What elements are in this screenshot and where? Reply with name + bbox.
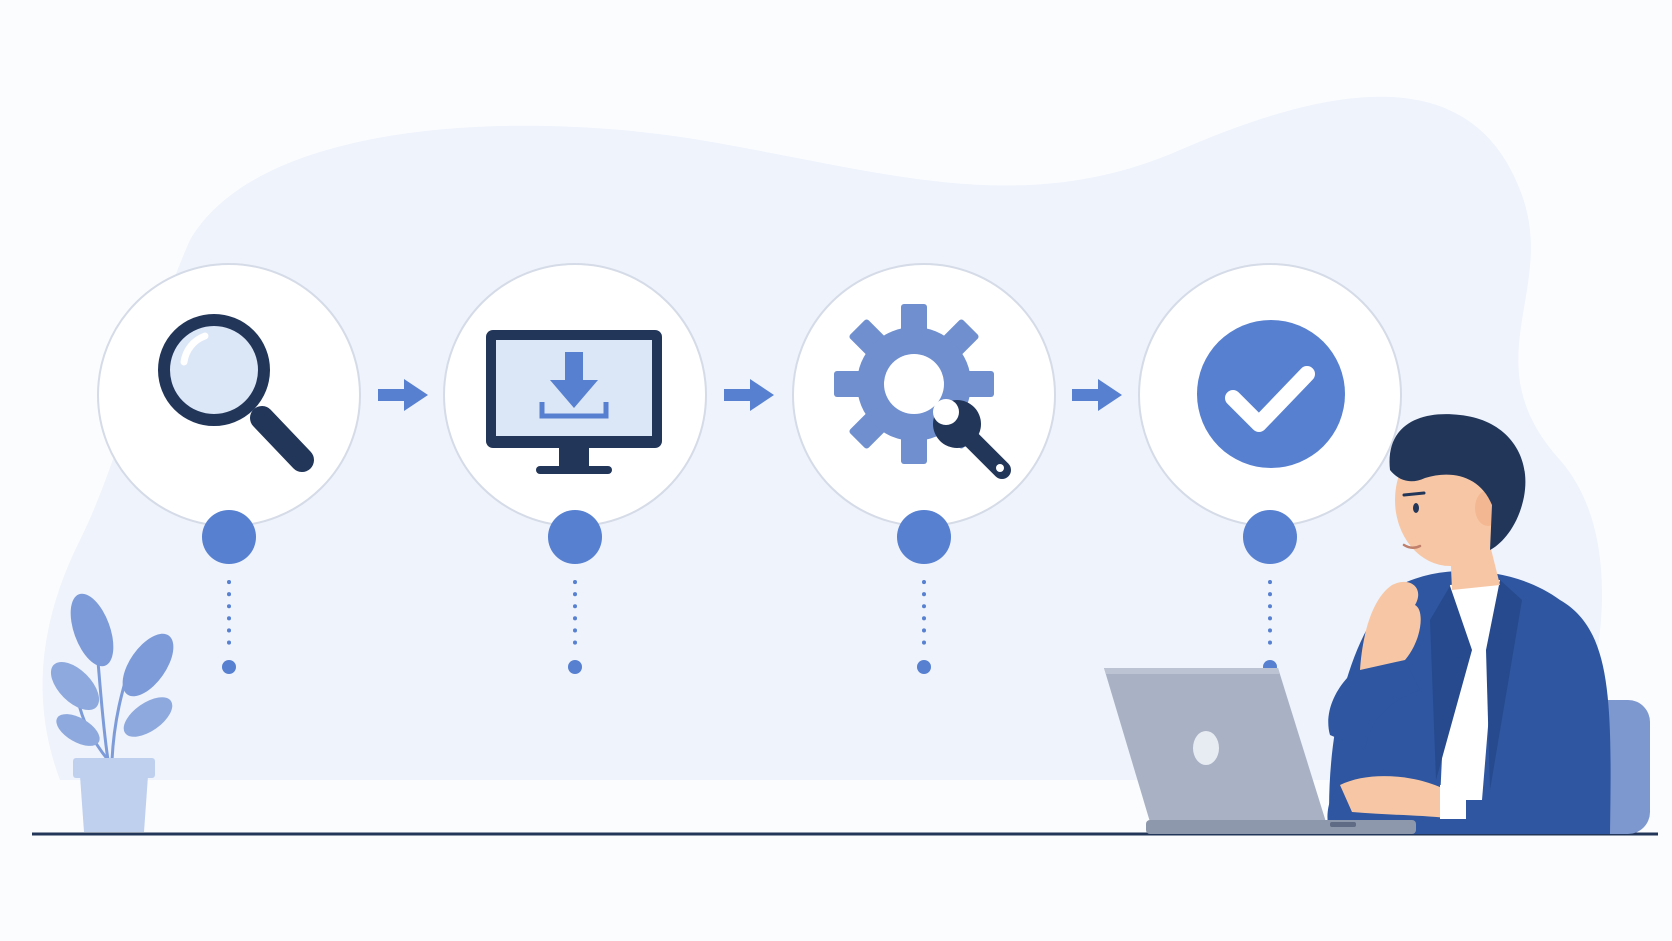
step-node xyxy=(548,510,602,564)
step-node xyxy=(1243,510,1297,564)
arrow-right-icon xyxy=(378,379,428,411)
step-node xyxy=(897,510,951,564)
gear-wrench-icon xyxy=(834,304,1011,479)
magnifying-glass-icon xyxy=(158,314,314,472)
arrow-right-icon xyxy=(724,379,774,411)
checkmark-circle-icon xyxy=(1197,320,1345,468)
businessman-thinking-icon xyxy=(1327,414,1650,834)
step-end-dot xyxy=(222,660,236,674)
step-end-dot xyxy=(917,660,931,674)
step-node xyxy=(202,510,256,564)
step-complete xyxy=(1138,263,1402,674)
step-end-dot xyxy=(568,660,582,674)
step-configure xyxy=(792,263,1056,674)
arrow-right-icon xyxy=(1072,379,1122,411)
potted-plant-icon xyxy=(50,593,174,832)
laptop-icon xyxy=(1104,668,1416,834)
monitor-download-icon xyxy=(486,330,662,474)
step-download xyxy=(443,263,707,674)
step-search xyxy=(97,263,361,674)
